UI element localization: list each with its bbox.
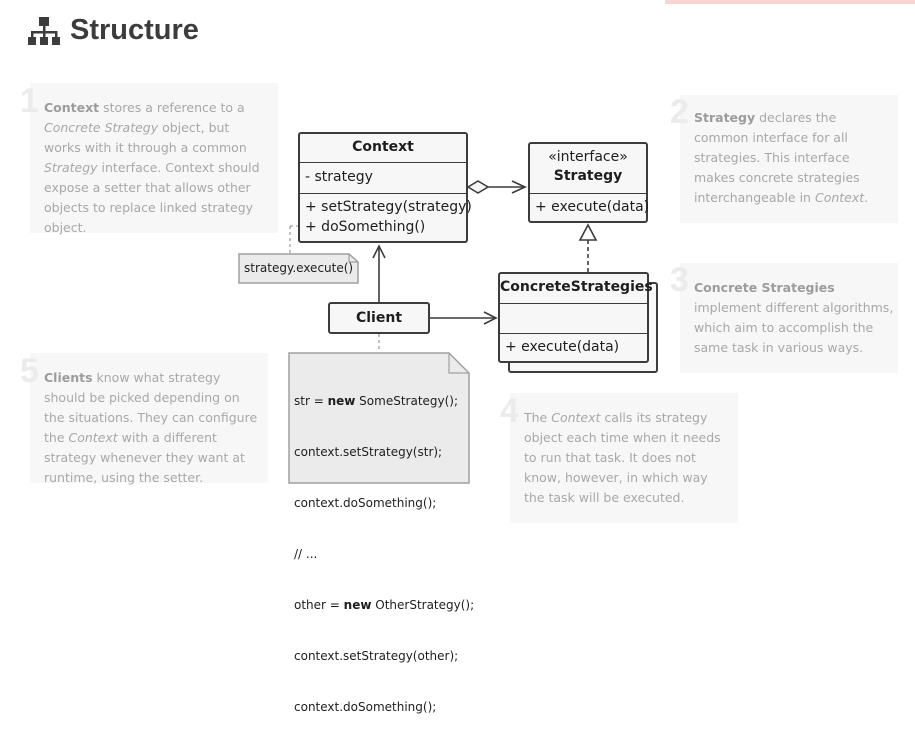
diagram-connectors	[238, 180, 598, 484]
code-note-shape	[288, 352, 470, 484]
client-class-title: Client	[355, 310, 403, 326]
context-class-title: Context	[352, 139, 414, 155]
aggregation-connector	[466, 180, 527, 194]
realization-connector	[578, 223, 598, 272]
note-number: 1	[20, 82, 39, 120]
client-concrete-arrow	[429, 311, 498, 325]
client-context-arrow	[372, 244, 386, 302]
context-strategy-field: - strategy	[305, 169, 373, 185]
concrete-strategies-class: ConcreteStrategies + execute(data)	[498, 272, 653, 363]
code-line: str = new SomeStrategy();	[294, 394, 459, 408]
code-line: other = new OtherStrategy();	[294, 598, 475, 612]
note-number: 2	[670, 93, 689, 131]
note-text: Context stores a reference to a Concrete…	[44, 100, 260, 235]
top-decoration-strip	[665, 0, 915, 4]
note-number: 5	[20, 352, 39, 390]
page-header: Structure	[28, 14, 199, 47]
note-number: 3	[670, 261, 689, 299]
code-line: // ...	[294, 547, 318, 561]
concrete-execute-method: + execute(data)	[505, 339, 620, 355]
strategy-execute-method: + execute(data)	[535, 199, 650, 215]
note-4: 4 The Context calls its strategy object …	[500, 393, 738, 523]
note-number: 4	[500, 392, 519, 430]
code-line: context.doSomething();	[294, 700, 437, 714]
code-line: context.doSomething();	[294, 496, 437, 510]
client-class: Client	[328, 302, 430, 334]
note-text: Clients know what strategy should be pic…	[44, 370, 258, 485]
note-2: 2 Strategy declares the common interface…	[670, 95, 898, 223]
code-line: context.setStrategy(other);	[294, 649, 459, 663]
context-do-something-method: + doSomething()	[305, 219, 426, 235]
note-text: Concrete Strategies implement different …	[694, 280, 894, 355]
code-line: context.setStrategy(str);	[294, 445, 443, 459]
note-1: 1 Context stores a reference to a Concre…	[20, 83, 278, 235]
strategy-interface: «interface» Strategy + execute(data)	[528, 142, 650, 223]
context-class: Context - strategy + setStrategy(strateg…	[298, 132, 472, 243]
execute-note-shape	[238, 253, 359, 284]
client-code-snippet: str = new SomeStrategy(); context.setStr…	[294, 359, 474, 733]
note-3: 3 Concrete Strategies implement differen…	[670, 263, 898, 373]
note-5: 5 Clients know what strategy should be p…	[20, 353, 268, 485]
strategy-interface-title: Strategy	[553, 168, 623, 184]
page-title: Structure	[70, 14, 199, 46]
note-text: The Context calls its strategy object ea…	[524, 410, 721, 505]
context-set-strategy-method: + setStrategy(strategy)	[305, 199, 472, 215]
note-text: Strategy declares the common interface f…	[694, 110, 869, 205]
concrete-strategies-title: ConcreteStrategies	[500, 279, 653, 295]
strategy-stereotype: «interface»	[548, 149, 628, 165]
execute-note-label: strategy.execute()	[244, 261, 354, 275]
structure-hierarchy-icon	[28, 16, 60, 45]
